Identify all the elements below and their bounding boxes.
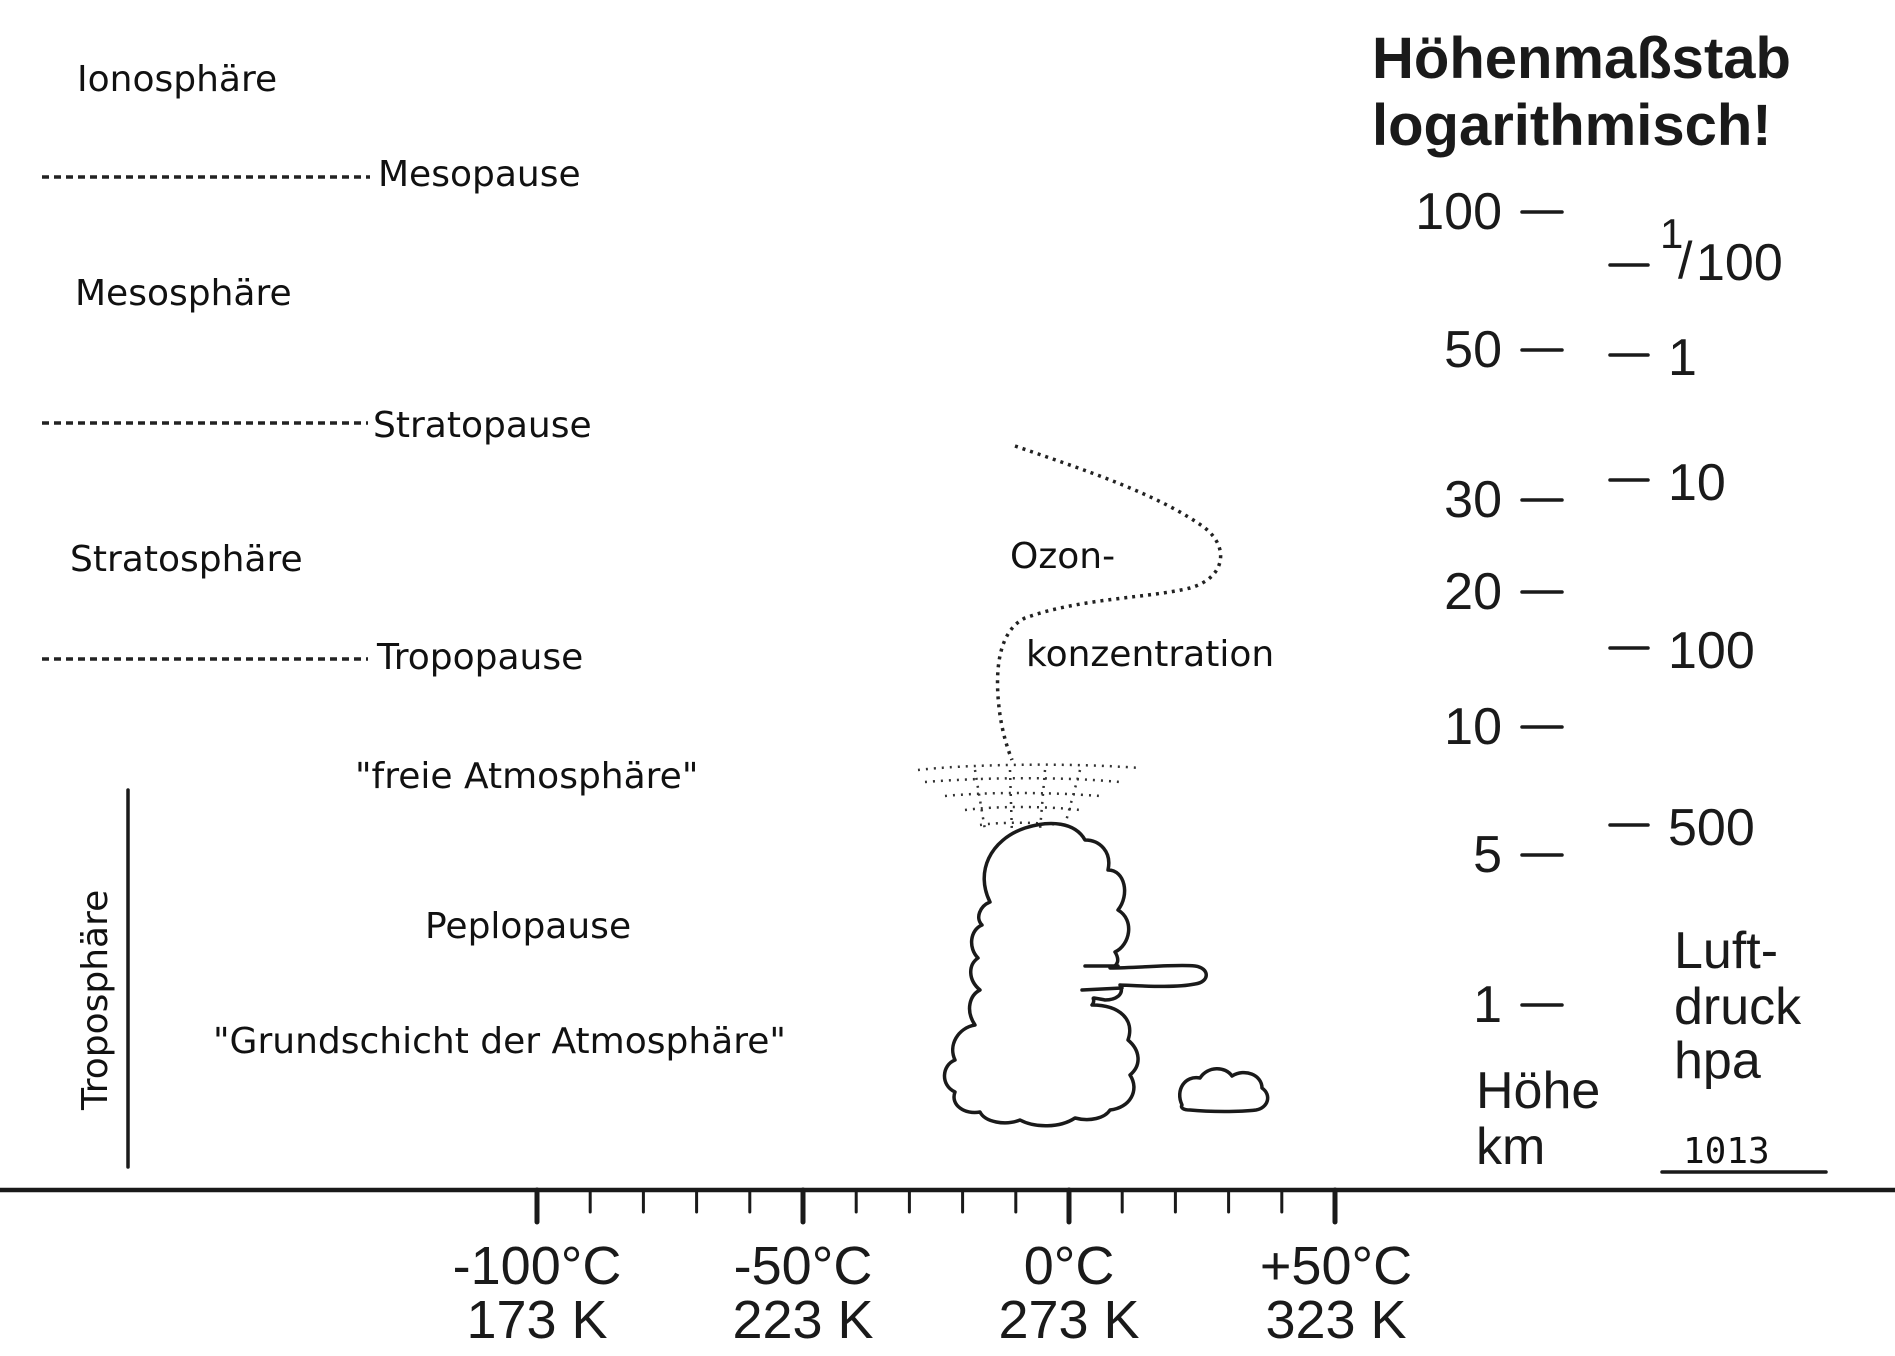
mesopause-label: Mesopause [378, 154, 581, 195]
height-tick-label: 20 [1444, 563, 1502, 621]
height-tick-label: 100 [1415, 183, 1502, 241]
height-scale: 100 50 30 20 10 5 1 [1415, 183, 1564, 1034]
pressure-top-slash: / [1678, 232, 1693, 290]
pressure-top-numerator: 1 [1660, 210, 1683, 257]
ozone-label-line2: konzentration [1026, 634, 1274, 675]
base-layer-label: "Grundschicht der Atmosphäre" [213, 1021, 786, 1062]
temperature-kelvin-label: 223 K [732, 1290, 873, 1350]
ozone-label-line1: Ozon- [1010, 536, 1115, 577]
tropopause-label: Tropopause [376, 637, 583, 678]
cloud-shelf-line [1080, 986, 1124, 992]
pressure-scale: 1 10 100 500 [1608, 329, 1755, 857]
ionosphere-label: Ionosphäre [77, 59, 277, 100]
stratosphere-label: Stratosphäre [70, 539, 303, 580]
temperature-celsius-label: -100°C [453, 1236, 622, 1296]
troposphere-label: Troposphäre [75, 890, 116, 1111]
mesosphere-label: Mesosphäre [75, 273, 292, 314]
temperature-ticks [534, 1187, 1338, 1225]
height-label-line1: Höhe [1476, 1062, 1600, 1120]
pressure-ground-value: 1013 [1683, 1131, 1770, 1172]
ozone-curve [995, 444, 1223, 761]
temperature-celsius-label: 0°C [1024, 1236, 1115, 1296]
cirrus-dots [917, 763, 1141, 836]
temperature-kelvin-label: 323 K [1265, 1290, 1406, 1350]
height-tick-label: 5 [1473, 826, 1502, 884]
temperature-celsius-label: -50°C [734, 1236, 873, 1296]
pressure-top-denominator: 100 [1696, 234, 1783, 292]
scale-title-line1: Höhenmaßstab [1372, 26, 1791, 91]
pressure-label-line1: Luft- [1674, 922, 1778, 980]
scale-title-line2: logarithmisch! [1372, 93, 1772, 158]
pressure-label-line3: hpa [1674, 1032, 1761, 1090]
free-atmosphere-label: "freie Atmosphäre" [355, 756, 698, 797]
height-tick-label: 1 [1473, 976, 1502, 1034]
height-label-line2: km [1476, 1118, 1545, 1176]
small-cloud [1178, 1067, 1270, 1114]
temperature-kelvin-label: 173 K [466, 1290, 607, 1350]
pressure-tick-label: 100 [1668, 622, 1755, 680]
pressure-label-line2: druck [1674, 978, 1802, 1036]
stratopause-label: Stratopause [373, 405, 592, 446]
temperature-celsius-label: +50°C [1260, 1236, 1412, 1296]
height-tick-label: 10 [1444, 698, 1502, 756]
temperature-kelvin-label: 273 K [998, 1290, 1139, 1350]
pressure-tick-label: 10 [1668, 454, 1726, 512]
height-tick-label: 50 [1444, 321, 1502, 379]
pressure-tick-label: 1 [1668, 329, 1697, 387]
peplopause-label: Peplopause [425, 906, 631, 947]
cumulus-cloud [942, 821, 1208, 1128]
height-tick-label: 30 [1444, 471, 1502, 529]
pressure-tick-label: 500 [1668, 799, 1755, 857]
